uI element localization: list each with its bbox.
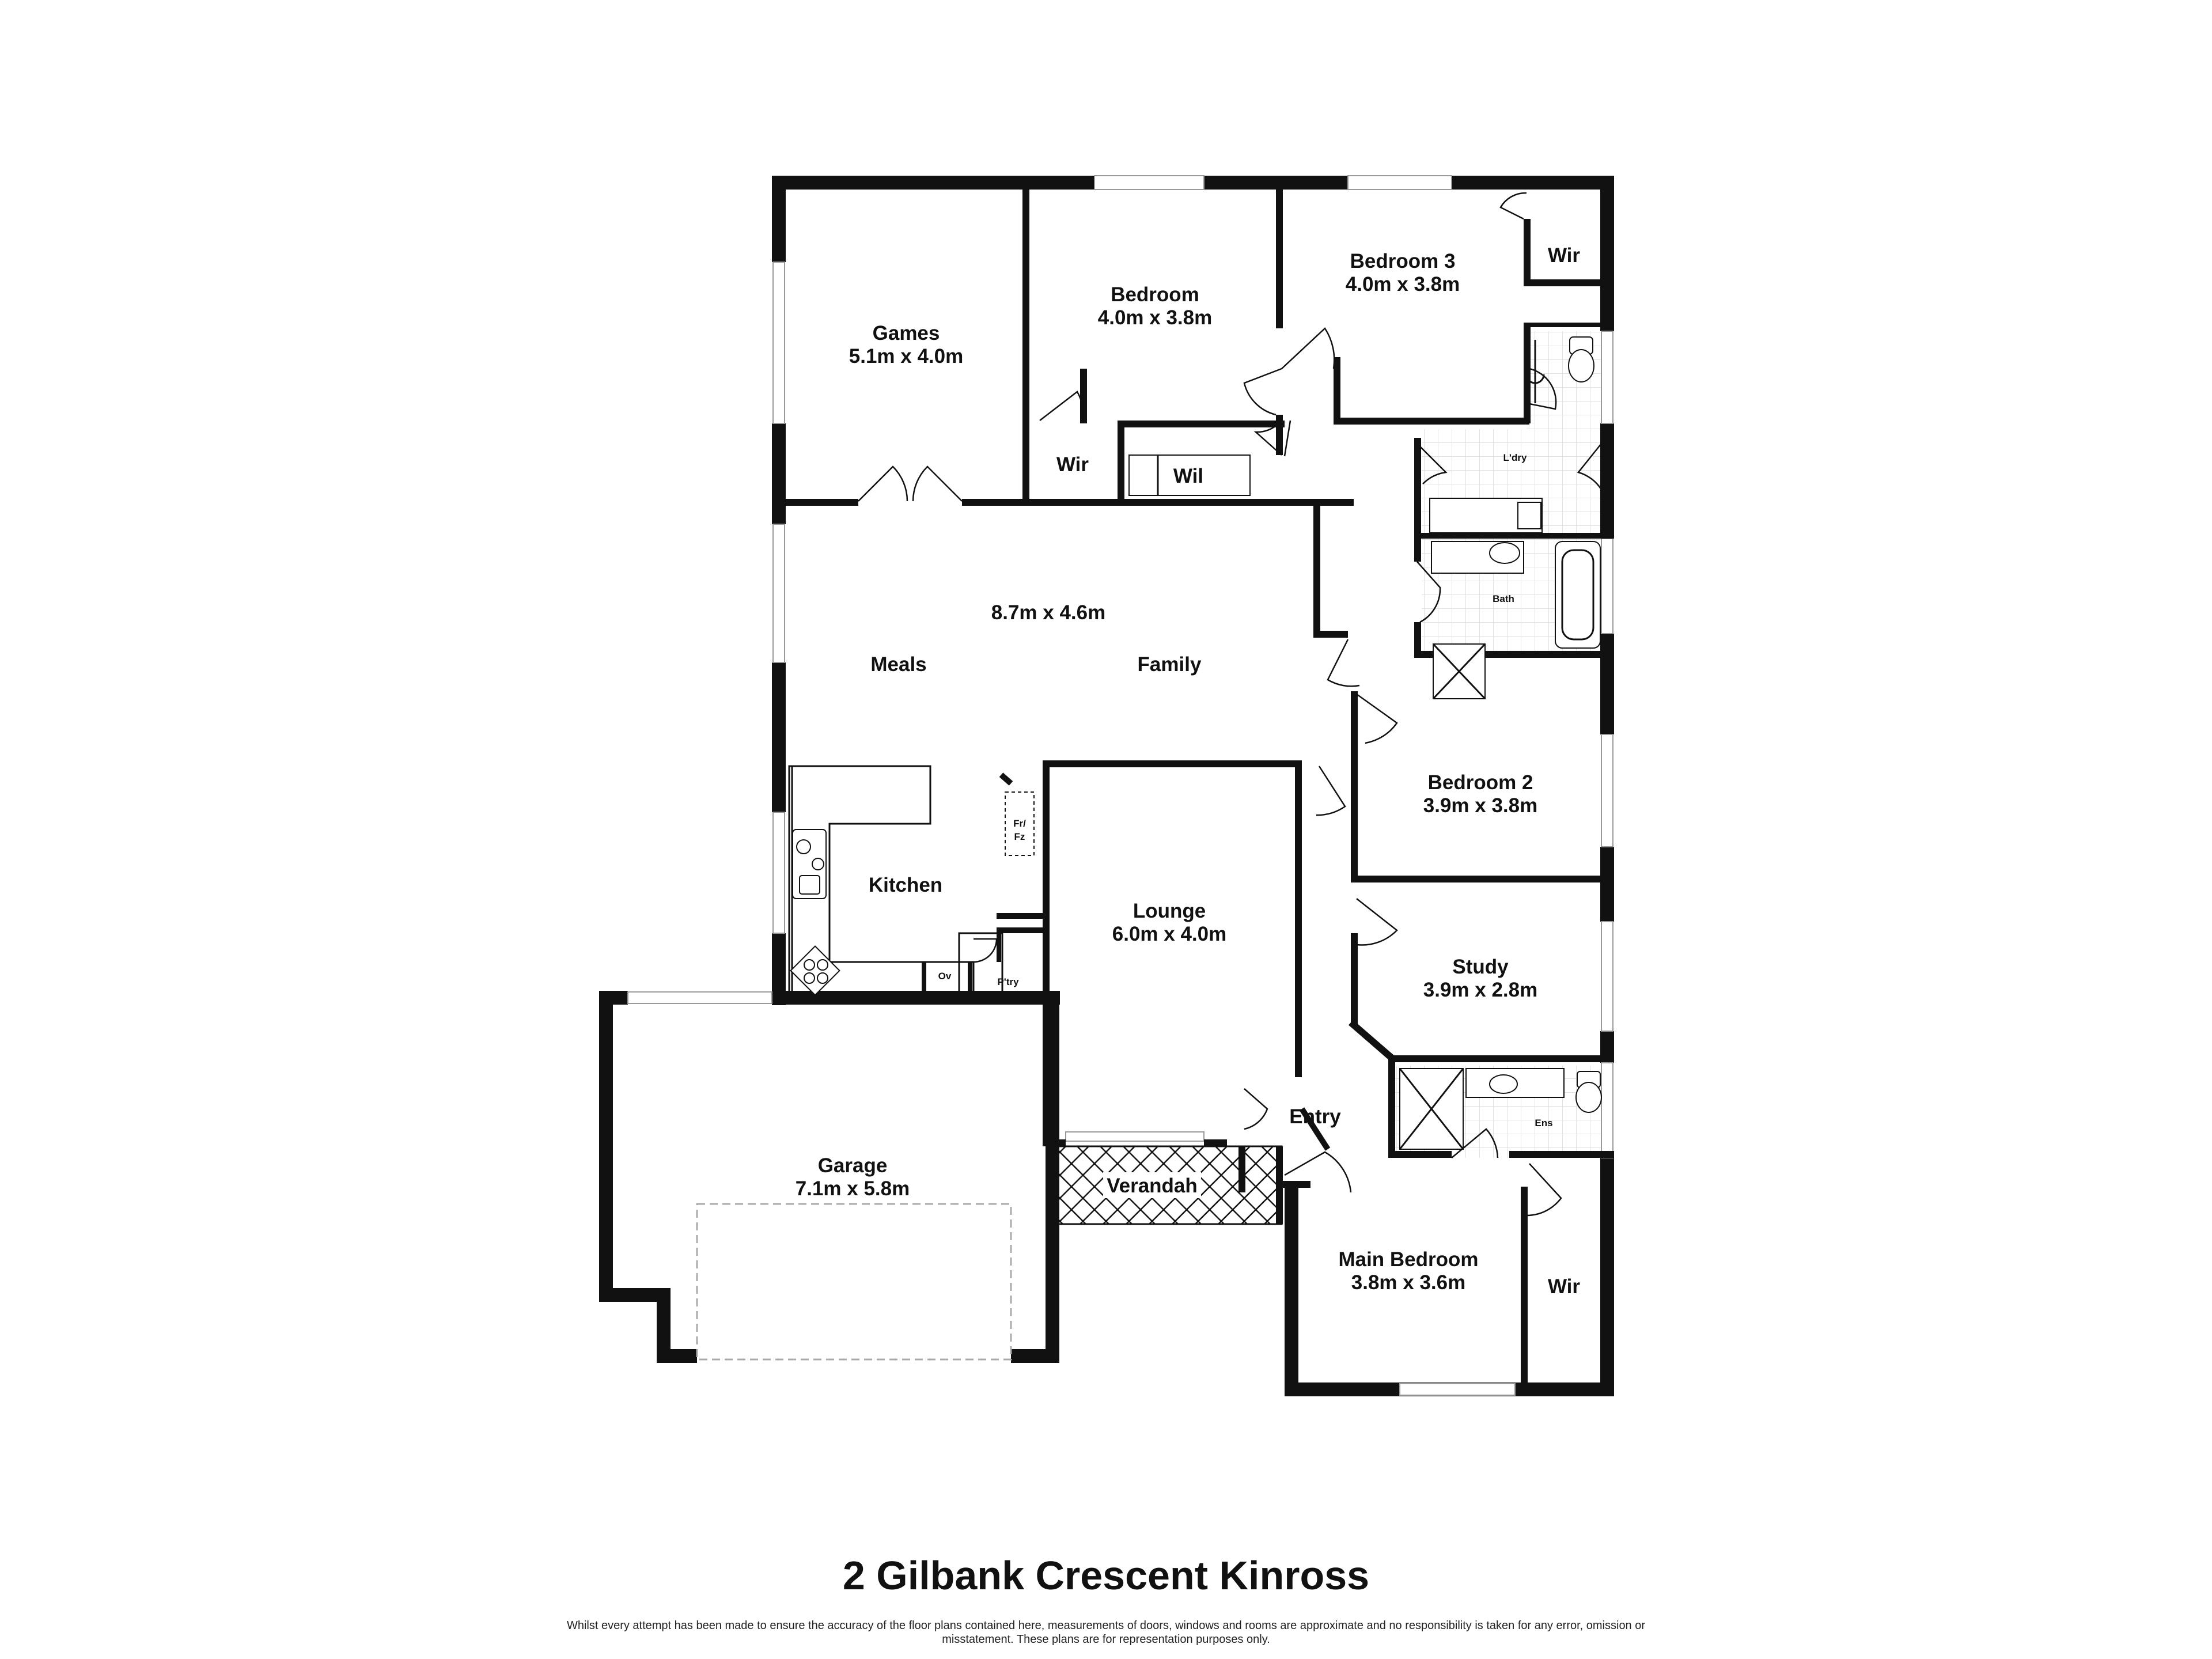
bedroom3-size: 4.0m x 3.8m <box>1346 273 1460 296</box>
bath-label: Bath <box>1493 593 1514 604</box>
bedroom2-size: 3.9m x 3.8m <box>1423 794 1537 817</box>
wir-main-label: Wir <box>1548 1275 1580 1298</box>
games-name: Games <box>873 322 940 344</box>
windows <box>627 175 1613 1396</box>
garage-name: Garage <box>818 1154 888 1177</box>
wir-top-label: Wir <box>1548 244 1580 267</box>
entry-label: Entry <box>1289 1105 1341 1128</box>
main-bedroom-name: Main Bedroom <box>1338 1248 1478 1271</box>
lounge-size: 6.0m x 4.0m <box>1112 923 1226 945</box>
kitchen-label: Kitchen <box>869 874 942 896</box>
bedroom-name: Bedroom <box>1111 283 1199 306</box>
pantry-label: P'try <box>997 976 1019 987</box>
bedroom2-name: Bedroom 2 <box>1428 771 1533 794</box>
bedroom-size: 4.0m x 3.8m <box>1098 306 1212 329</box>
bedroom3-name: Bedroom 3 <box>1350 250 1456 272</box>
garage-size: 7.1m x 5.8m <box>796 1177 910 1200</box>
wc-floor <box>1527 331 1607 429</box>
meals-label: Meals <box>870 653 926 676</box>
family-label: Family <box>1138 653 1202 676</box>
main-bedroom-size: 3.8m x 3.6m <box>1351 1271 1465 1294</box>
diagonal-walls <box>999 772 1396 1151</box>
laundry-label: L'dry <box>1503 452 1527 463</box>
study-size: 3.9m x 2.8m <box>1423 979 1537 1001</box>
interior-walls <box>772 176 1614 1396</box>
ensuite-label: Ens <box>1535 1118 1552 1128</box>
fridge-label-2: Fz <box>1014 831 1025 842</box>
wil-label: Wil <box>1173 465 1203 487</box>
study-name: Study <box>1452 956 1509 978</box>
fridge-label-1: Fr/ <box>1013 818 1026 829</box>
fixtures <box>788 336 1602 1150</box>
family-size: 8.7m x 4.6m <box>991 601 1105 624</box>
disclaimer-text: Whilst every attempt has been made to en… <box>566 1619 1646 1646</box>
games-size: 5.1m x 4.0m <box>849 345 963 368</box>
verandah-label: Verandah <box>1107 1175 1198 1197</box>
wir-bedroom-label: Wir <box>1056 453 1089 476</box>
doors <box>858 192 1603 1217</box>
lounge-name: Lounge <box>1133 900 1206 922</box>
room-labels: Games 5.1m x 4.0m Bedroom 4.0m x 3.8m Be… <box>796 244 1581 1298</box>
plan-title: 2 Gilbank Crescent Kinross <box>842 1553 1370 1598</box>
oven-label: Ov <box>938 971 952 982</box>
